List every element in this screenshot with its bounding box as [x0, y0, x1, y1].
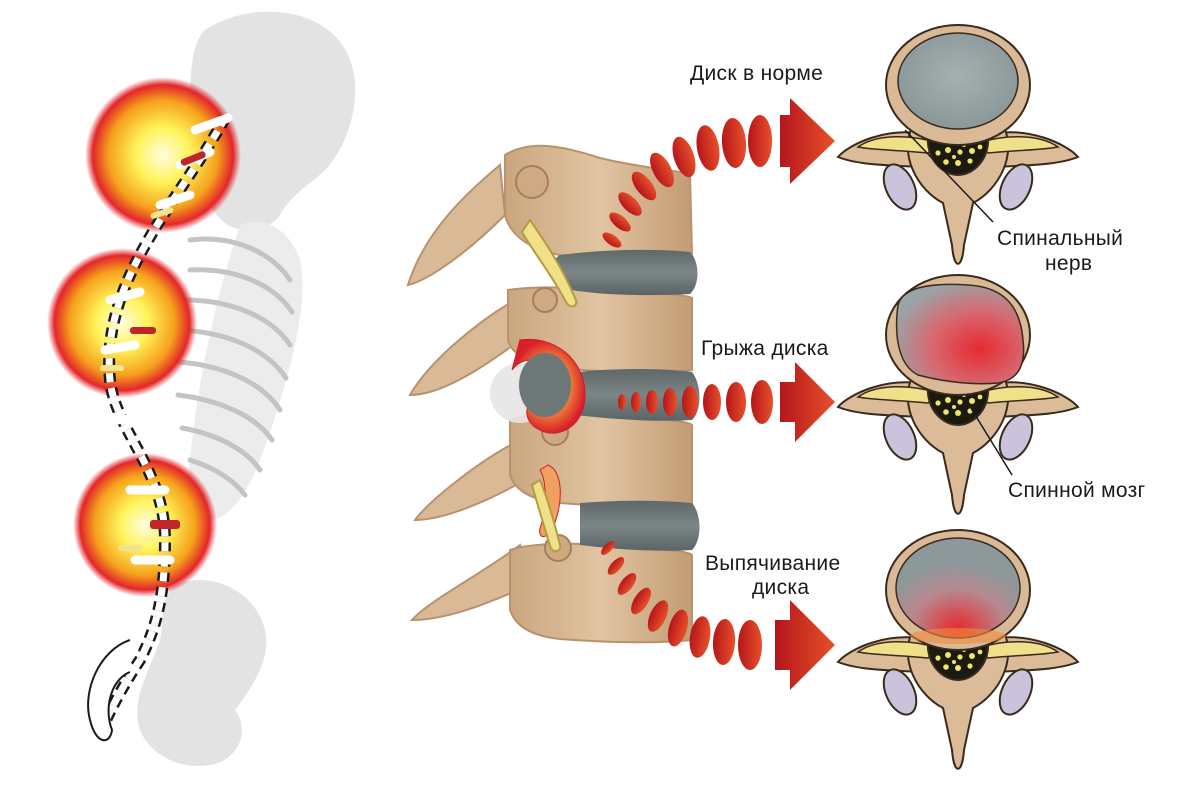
label-disc-protrusion-2: диска [752, 576, 809, 599]
spinous-processes [406, 163, 532, 622]
label-spinal-nerve-2: нерв [1045, 252, 1092, 275]
label-spinal-nerve-1: Спинальный [997, 227, 1123, 250]
labels: Диск в норме Грыжа диска Выпячивание дис… [690, 62, 1146, 599]
vertebra-cross-section-normal [837, 24, 1079, 265]
leader-spinal-cord [965, 399, 1013, 476]
arrow-herniation [618, 362, 835, 442]
spine-column [87, 113, 233, 742]
leader-spinal-nerve [904, 129, 994, 223]
label-disc-normal: Диск в норме [690, 62, 823, 85]
label-disc-protrusion-1: Выпячивание [705, 552, 840, 575]
vertebra-cross-section-herniation [837, 274, 1079, 515]
disc-herniation [490, 338, 586, 434]
pain-glow-thoracic [47, 248, 197, 398]
pain-glow-lumbar [73, 453, 217, 597]
arrow-normal [602, 98, 835, 248]
leader-lines [904, 129, 1013, 476]
nerve-roots [520, 218, 578, 553]
arrow-protrusion [601, 541, 835, 690]
label-disc-herniation: Грыжа диска [701, 337, 829, 360]
vertebra-cross-section-protrusion [837, 529, 1079, 770]
pain-glow-cervical [85, 77, 241, 233]
label-spinal-cord: Спинной мозг [1008, 479, 1146, 502]
